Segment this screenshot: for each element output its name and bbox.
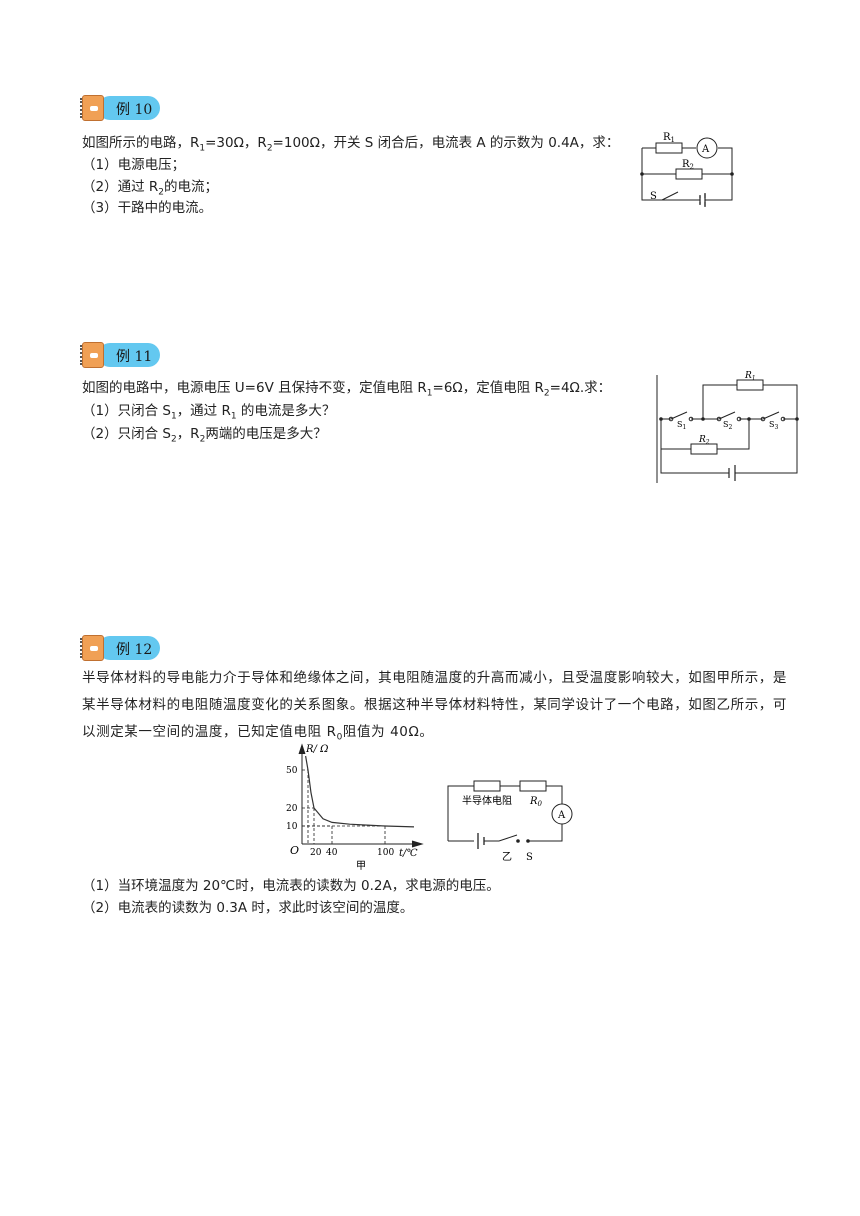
origin-label: O	[290, 844, 299, 857]
r0-label: R0	[529, 796, 543, 808]
graph-caption: 甲	[356, 861, 366, 872]
ammeter-label: A	[557, 810, 566, 821]
r1-label: R1	[663, 132, 675, 144]
example-11-question-1: （1）只闭合 S1，通过 R1 的电流是多大？	[82, 403, 336, 422]
x-tick-100: 100	[377, 848, 394, 858]
example-11-label: 例 11	[116, 349, 153, 365]
example-10-question-3: （3）干路中的电流。	[82, 200, 213, 216]
example-10-question-1: （1）电源电压；	[82, 157, 186, 173]
thermometer-circuit-diagram: 半导体电阻 R0 A 乙 S	[447, 780, 573, 863]
s2-label: S2	[723, 420, 732, 431]
example-11-intro: 如图的电路中，电源电压 U=6V 且保持不变，定值电阻 R1=6Ω，定值电阻 R…	[82, 380, 612, 399]
resistance-curve	[305, 755, 415, 828]
example-10-question-2: （2）通过 R2的电流；	[82, 179, 218, 198]
y-tick-10: 10	[286, 822, 298, 832]
circuit-caption: 乙	[502, 851, 512, 863]
switch-label: S	[650, 191, 657, 202]
ammeter-label: A	[701, 144, 710, 155]
y-axis-label: R/ Ω	[305, 744, 328, 755]
y-tick-50: 50	[286, 766, 298, 776]
r2-label: R2	[698, 435, 710, 446]
s3-label: S3	[769, 420, 778, 431]
r2-label: R2	[682, 159, 694, 171]
example-10-circuit-diagram: R1 A R2 S	[640, 132, 734, 207]
x-axis-label: t/℃	[399, 848, 418, 859]
example-12-label: 例 12	[116, 642, 153, 658]
notebook-icon	[80, 635, 104, 661]
example-12-question-1: （1）当环境温度为 20℃时，电流表的读数为 0.2A，求电源的电压。	[82, 878, 500, 894]
x-tick-20: 20	[310, 848, 322, 858]
switch-label: S	[526, 852, 533, 863]
semiconductor-resistor-label: 半导体电阻	[462, 794, 512, 807]
x-tick-40: 40	[326, 848, 338, 858]
example-12-question-2: （2）电流表的读数为 0.3A 时，求此时该空间的温度。	[82, 900, 414, 916]
y-tick-20: 20	[286, 804, 298, 814]
example-10-label: 例 10	[116, 102, 153, 118]
example-10-intro: 如图所示的电路，R1=30Ω，R2=100Ω，开关 S 闭合后，电流表 A 的示…	[82, 135, 620, 154]
notebook-icon	[80, 95, 104, 121]
resistance-temperature-graph: R/ Ω 50 20 10 O 20 40 100 t/℃ 甲	[286, 743, 424, 872]
notebook-icon	[80, 342, 104, 368]
example-12-paragraph: 半导体材料的导电能力介于导体和绝缘体之间，其电阻随温度的升高而减小，且受温度影响…	[82, 670, 787, 743]
example-11-question-2: （2）只闭合 S2，R2两端的电压是多大？	[82, 426, 327, 445]
example-11-circuit-diagram: R1 S1 S2 S3 R2	[656, 371, 799, 483]
s1-label: S1	[677, 420, 686, 431]
r1-label: R1	[744, 371, 756, 382]
